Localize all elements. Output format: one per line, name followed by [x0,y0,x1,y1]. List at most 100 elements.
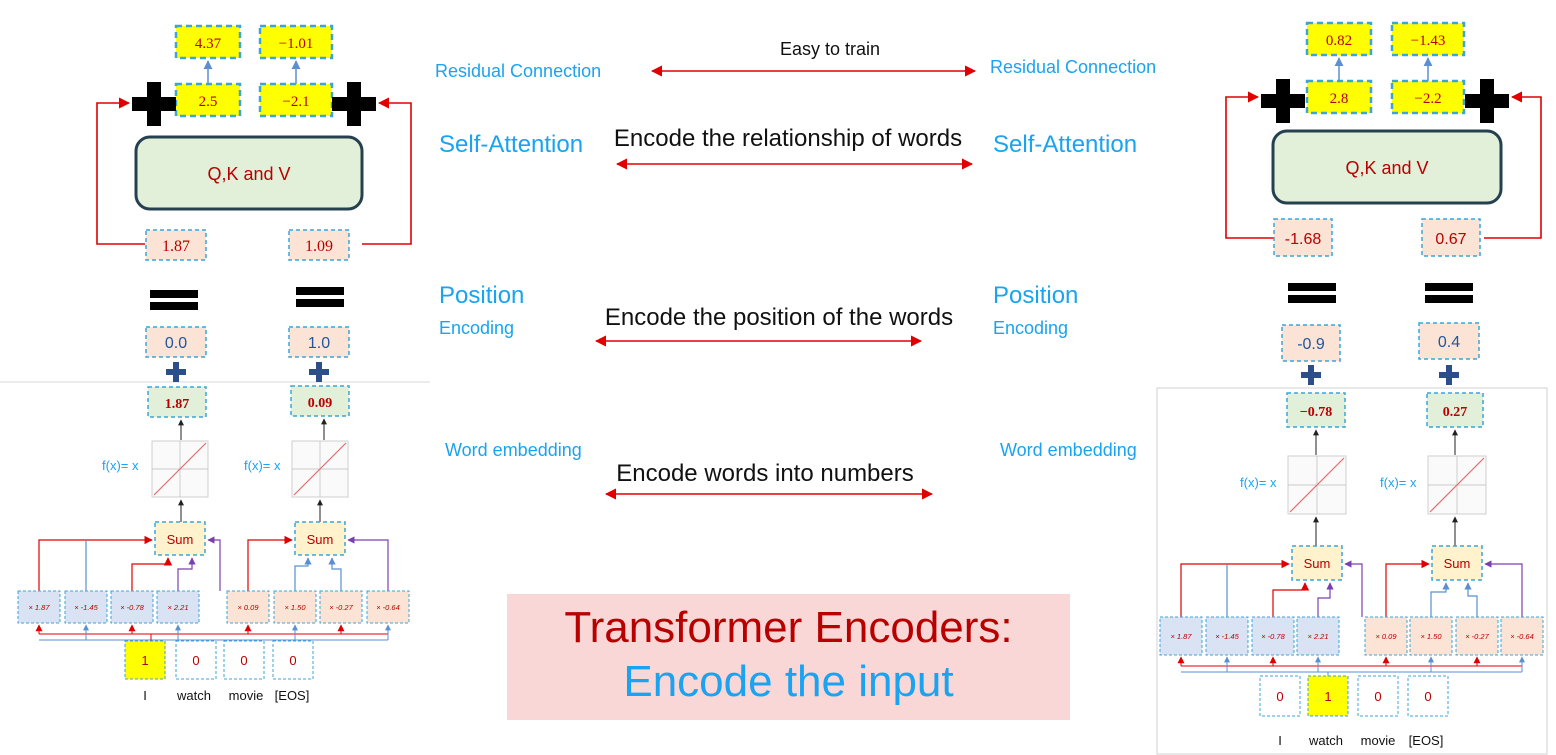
embedding-box [1426,392,1484,428]
sa-input-box [145,229,207,261]
easy-to-train-label: Easy to train [780,39,880,59]
qkv-box [134,135,364,211]
activation-plot [1427,455,1487,515]
sum-label: Sum [1444,556,1471,571]
word-label: [EOS] [275,688,310,703]
embedding-panel-border [1156,387,1548,755]
onehot-box [272,640,314,680]
plus-icon [132,82,176,126]
word-label: movie [229,688,264,703]
encode-relationship-label: Encode the relationship of words [614,125,962,152]
sum-label: Sum [1304,556,1331,571]
weight-value: × -0.78 [1261,632,1285,641]
center-column: Easy to train Encode the relationship of… [594,39,977,500]
position-value: 0.0 [165,335,187,352]
word-label: I [1278,733,1282,748]
weight-value: × -0.27 [329,603,353,612]
equals-icon [1288,283,1336,303]
residual-value: −2.2 [1414,91,1441,107]
word-label: movie [1361,733,1396,748]
weight-box [1455,616,1499,656]
sa-input-box [1421,218,1481,257]
residual-loop [362,97,412,245]
weight-box [1296,616,1340,656]
position-box [145,326,207,358]
word-label: I [143,688,147,703]
position-value: -0.9 [1297,336,1325,353]
fx-label: f(x)= x [1380,475,1417,490]
residual-loop [96,97,145,245]
weight-value: × 0.09 [1375,632,1397,641]
fx-label: f(x)= x [1240,475,1277,490]
weight-box [366,590,410,624]
weight-box [1251,616,1295,656]
weight-box [1500,616,1544,656]
encoding-label-left: Encoding [439,318,514,338]
title-panel [507,594,1070,720]
weight-row-a: × 1.87 × -1.45 × -0.78 × 2.21 [1159,616,1340,656]
weight-value: × -0.78 [120,603,144,612]
weight-box [1364,616,1408,656]
position-label-left: Position [439,282,524,309]
left-side-labels: Residual Connection Self-Attention Posit… [435,61,601,460]
equals-icon [296,287,344,307]
onehot-value: 0 [240,653,247,668]
position-box [1418,322,1480,360]
plus-icon [1301,365,1321,385]
title-line-1: Transformer Encoders: [564,603,1013,652]
plus-icon [332,82,376,126]
onehot-box [1357,675,1399,717]
weight-value: × 1.87 [1170,632,1192,641]
sa-input-box [288,229,350,261]
word-label: watch [176,688,211,703]
onehot-box [1259,675,1301,717]
weight-box [319,590,363,624]
encoding-label-right: Encoding [993,318,1068,338]
weight-box [226,590,270,624]
sa-input-value: 0.67 [1435,231,1466,248]
residual-value: 2.8 [1330,91,1349,107]
right-side-labels: Residual Connection Self-Attention Posit… [990,57,1156,460]
sum-box [294,521,346,556]
position-box [288,326,350,358]
right-encoder: 0.82 −1.43 2.8 −2.2 Q,K and V -1.68 0.67… [1156,21,1548,755]
word-label: [EOS] [1409,733,1444,748]
output-value: −1.43 [1411,33,1446,49]
embedding-box [147,386,207,418]
weight-value: × 2.21 [1307,632,1328,641]
sa-input-value: 1.09 [305,238,333,255]
residual-box [1305,79,1373,115]
word-label: watch [1308,733,1343,748]
weight-value: × 0.09 [237,603,259,612]
embedding-value: 1.87 [165,397,190,412]
encode-position-label: Encode the position of the words [605,304,953,331]
onehot-value: 0 [289,653,296,668]
weight-box [156,590,200,624]
weight-value: × -0.27 [1465,632,1489,641]
sum-label: Sum [307,532,334,547]
weight-value: × -1.45 [1215,632,1239,641]
sa-input-box [1273,218,1333,257]
weight-box [1205,616,1249,656]
position-value: 1.0 [308,335,330,352]
title-line-2: Encode the input [623,657,954,706]
word-embedding-label-right: Word embedding [1000,440,1137,460]
qkv-label: Q,K and V [1345,158,1428,178]
embedding-box [1286,392,1346,428]
residual-loop [1225,91,1275,239]
self-attention-label-right: Self-Attention [993,131,1137,158]
output-value: −1.01 [279,36,314,52]
weight-value: × 2.21 [167,603,188,612]
embedding-value: 0.09 [308,396,333,411]
weight-row-a: × 1.87 × -1.45 × -0.78 × 2.21 [17,590,200,624]
weight-box [64,590,108,624]
onehot-box [1407,675,1449,717]
weight-value: × 1.50 [284,603,306,612]
position-label-right: Position [993,282,1078,309]
weight-row-b: × 0.09 × 1.50 × -0.27 × -0.64 [1364,616,1544,656]
onehot-value: 0 [1276,689,1283,704]
qkv-label: Q,K and V [207,164,290,184]
equals-icon [150,290,198,310]
equals-icon [1425,283,1473,303]
embedding-value: −0.78 [1300,405,1332,420]
